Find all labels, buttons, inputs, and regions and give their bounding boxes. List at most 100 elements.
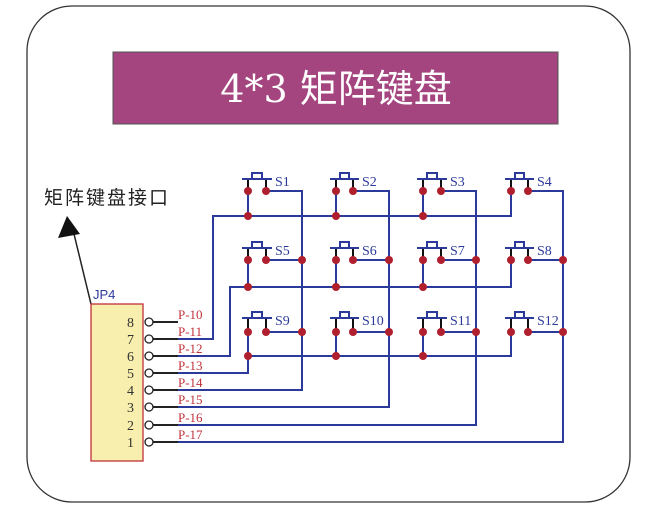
connector-ref: JP4 [93,287,115,302]
junction-node [244,212,252,220]
switch-s5: S5 [242,241,290,291]
pin-number: 4 [127,384,134,399]
pin-number: 1 [127,436,134,451]
switch-s1: S1 [242,172,290,220]
pin-number: 5 [127,367,134,382]
junction-node [472,256,480,264]
title-banner [112,51,559,125]
switch-pin-left [244,187,252,195]
switch-s9: S9 [242,311,290,360]
switch-label: S8 [537,244,552,259]
switch-cap [251,172,263,179]
junction-node [419,352,427,360]
net-label: P-16 [178,410,203,425]
pin-terminal [144,317,154,327]
switch-pin-right [349,256,357,264]
switch-pin-left [244,328,252,336]
switch-cap [426,172,438,179]
junction-node [559,256,567,264]
switch-s8: S8 [505,241,552,287]
junction-node [385,256,393,264]
pin-terminal [144,334,154,344]
junction-node [332,352,340,360]
net-label: P-12 [178,341,203,356]
switch-cap [251,241,263,248]
diagram-title: 4*3 矩阵键盘 [220,67,451,111]
pin-terminal [144,402,154,412]
switch-cap [514,172,525,179]
switch-pin-right [437,328,445,336]
pin-number: 3 [127,401,134,416]
arrow-line [73,233,92,305]
switch-pin-right [437,256,445,264]
switch-pin-right [262,256,270,264]
pin-terminal [144,420,154,430]
arrow-up-icon [58,216,80,238]
connector-jp4: JP48P-107P-116P-125P-134P-143P-152P-161P… [90,287,203,462]
connector-body [90,303,144,462]
col-3-wire [178,190,477,426]
switch-s4: S4 [505,172,552,216]
switch-label: S5 [275,244,290,259]
switch-s11: S11 [417,311,471,360]
switch-cap [339,241,350,248]
switch-cap [339,172,350,179]
net-label: P-11 [178,324,202,339]
switch-cap [251,311,263,318]
switch-pin-right [524,256,532,264]
switch-pin-left [419,256,427,264]
switch-label: S1 [275,175,290,190]
switch-label: S11 [450,314,471,329]
switch-pin-left [507,187,515,195]
switch-pin-right [349,328,357,336]
junction-node [244,352,252,360]
switch-cap [514,241,525,248]
col-4-wire [178,190,564,443]
switch-s12: S12 [505,311,559,356]
pin-number: 6 [127,350,134,365]
junction-node [332,212,340,220]
switch-pin-left [419,187,427,195]
switch-pin-left [419,328,427,336]
switch-cap [339,311,350,318]
pin-terminal [144,385,154,395]
net-label: P-17 [178,427,203,442]
switch-s6: S6 [330,241,377,291]
junction-node [559,328,567,336]
pin-terminal [144,437,154,447]
switch-label: S6 [362,244,377,259]
junction-node [298,256,306,264]
switch-s3: S3 [417,172,465,220]
switch-label: S9 [275,314,290,329]
switch-label: S4 [537,175,552,190]
outer-frame [26,5,631,503]
switch-cap [426,311,438,318]
net-label: P-15 [178,392,203,407]
junction-node [385,328,393,336]
switch-pin-left [507,256,515,264]
junction-node [472,328,480,336]
switch-pin-left [332,187,340,195]
switch-s10: S10 [330,311,384,360]
junction-node [244,283,252,291]
pin-number: 8 [127,316,134,331]
switch-pin-right [437,187,445,195]
junction-node [332,283,340,291]
junction-node [298,328,306,336]
pin-number: 7 [127,333,134,348]
switch-pin-left [244,256,252,264]
switch-pin-right [262,328,270,336]
switch-pin-right [262,187,270,195]
switch-pin-right [524,328,532,336]
net-label: P-13 [178,358,203,373]
interface-label: 矩阵键盘接口 [44,187,170,209]
switch-pin-left [332,328,340,336]
pin-terminal [144,368,154,378]
switch-label: S7 [450,244,465,259]
junction-node [419,283,427,291]
switch-label: S10 [362,314,384,329]
net-label: P-14 [178,375,203,390]
col-1-wire [178,190,303,391]
